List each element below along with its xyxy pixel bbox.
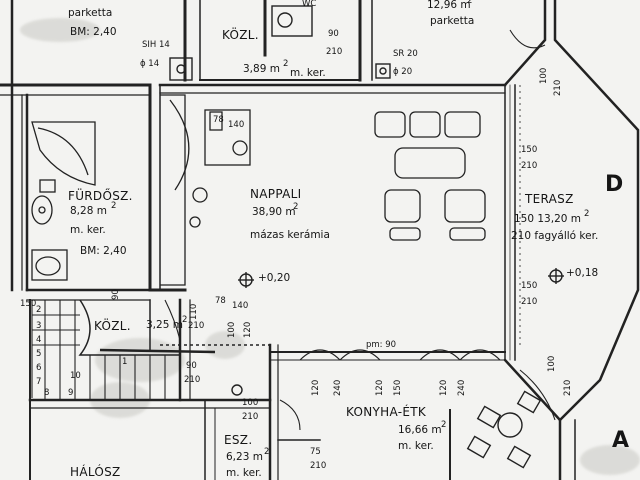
mker-konyha: m. ker. xyxy=(398,440,434,452)
area-esz: 6,23 m xyxy=(226,451,263,463)
floor-nappali: mázas kerámia xyxy=(250,229,330,241)
room-kozl-mid: KÖZL. xyxy=(94,319,131,333)
living-fixtures xyxy=(160,94,486,286)
room-terasz: TERASZ xyxy=(525,192,574,206)
room-furdosz: FÜRDŐSZ. xyxy=(68,189,133,203)
level-plus020: +0,20 xyxy=(258,272,291,284)
dim-210-g: 210 xyxy=(563,379,573,396)
stair-num-1: 1 xyxy=(122,357,128,367)
room-halosz: HÁLÓSZ xyxy=(70,465,121,479)
door-swings xyxy=(164,29,556,431)
dim-100-g: 100 xyxy=(547,355,557,372)
symbols xyxy=(160,5,564,469)
stair-num-8: 8 xyxy=(44,388,50,398)
stair-num-2: 2 xyxy=(36,305,42,315)
dim-pm90: pm: 90 xyxy=(366,340,397,350)
dim-240-f: 240 xyxy=(457,379,467,396)
dim-120-f: 120 xyxy=(439,379,449,396)
dim-100-right-top: 100 xyxy=(539,67,549,84)
room-kozl-top: KÖZL. xyxy=(222,28,259,42)
dim-120-d: 120 xyxy=(311,379,321,396)
area-nappali: 38,90 m xyxy=(252,206,296,218)
dim-120-e: 120 xyxy=(375,379,385,396)
area-389-sup: 2 xyxy=(283,59,289,69)
area-389: 3,89 m xyxy=(243,63,280,75)
level-d: D xyxy=(605,172,624,197)
dim-240-d: 240 xyxy=(333,379,343,396)
label-sin14: SIH 14 xyxy=(142,40,170,50)
area-kozl-mid-sup: 2 xyxy=(182,315,188,325)
dim-210-a: 210 xyxy=(521,161,538,171)
area-1296-sup: 2 xyxy=(467,0,473,6)
label-bm-top: BM: 2,40 xyxy=(70,26,117,38)
stair-num-4: 4 xyxy=(36,335,42,345)
room-konyha: KONYHA-ÉTK xyxy=(346,405,427,419)
dim-100-h: 100 xyxy=(242,398,259,408)
dim-140-c: 140 xyxy=(232,301,249,311)
dim-150-a: 150 xyxy=(521,145,538,155)
level-plus018: +0,18 xyxy=(566,267,599,279)
label-parketta-right: parketta xyxy=(430,15,475,27)
dim-75: 75 xyxy=(310,447,321,457)
area-nappali-sup: 2 xyxy=(293,202,299,212)
label-phi14: ϕ 14 xyxy=(140,59,160,69)
area-esz-sup: 2 xyxy=(264,447,270,457)
area-1296: 12,96 m xyxy=(427,0,471,11)
dim-210-h: 210 xyxy=(242,412,259,422)
dim-100-c: 100 xyxy=(227,321,237,338)
label-wc: WC xyxy=(302,0,317,9)
stair-num-3: 3 xyxy=(36,321,42,331)
label-sr20: SR 20 xyxy=(393,49,418,59)
label-bm-mid: BM: 2,40 xyxy=(80,245,127,257)
dim-90-top: 90 xyxy=(328,29,339,39)
dim-150-c: 150 xyxy=(20,299,37,309)
mker-389: m. ker. xyxy=(290,67,326,79)
dim-78-a: 78 xyxy=(213,115,224,125)
dim-210-b: 210 xyxy=(521,297,538,307)
floor-terasz: 210 fagyálló ker. xyxy=(511,230,599,242)
room-nappali: NAPPALI xyxy=(250,187,302,201)
label-parketta-left: parketta xyxy=(68,7,113,19)
area-terasz: 150 13,20 m xyxy=(514,213,582,225)
dim-210-j: 210 xyxy=(310,461,327,471)
stair-num-10: 10 xyxy=(70,371,81,381)
area-furdosz: 8,28 m xyxy=(70,205,107,217)
dim-210-i: 210 xyxy=(184,375,201,385)
dim-78-b: 78 xyxy=(215,296,226,306)
stair-num-5: 5 xyxy=(36,349,42,359)
mker-furdosz: m. ker. xyxy=(70,224,106,236)
dim-120-c: 120 xyxy=(243,321,253,338)
dim-210-right-top: 210 xyxy=(553,79,563,96)
dim-150-e: 150 xyxy=(393,379,403,396)
dim-210-top: 210 xyxy=(326,47,343,57)
stairs xyxy=(31,299,216,400)
dim-90-mid: 90 xyxy=(111,289,121,300)
bath-fixtures xyxy=(31,121,96,281)
dim-90-i: 90 xyxy=(186,361,197,371)
area-furdosz-sup: 2 xyxy=(111,201,117,211)
letter-a: A xyxy=(612,428,630,453)
area-terasz-sup: 2 xyxy=(584,209,590,219)
stair-num-9: 9 xyxy=(68,388,74,398)
mker-esz: m. ker. xyxy=(226,467,262,479)
dim-210-c: 210 xyxy=(188,321,205,331)
area-kozl-mid: 3,25 m xyxy=(146,319,183,331)
dim-150-b: 150 xyxy=(521,281,538,291)
dim-140-a: 140 xyxy=(228,120,245,130)
stair-num-7: 7 xyxy=(36,377,42,387)
stair-num-6: 6 xyxy=(36,363,42,373)
area-konyha-sup: 2 xyxy=(441,420,447,430)
room-esz: ESZ. xyxy=(224,433,253,447)
area-konyha: 16,66 m xyxy=(398,424,442,436)
label-phi20: ϕ 20 xyxy=(393,67,413,77)
dim-110: 110 xyxy=(189,303,199,320)
